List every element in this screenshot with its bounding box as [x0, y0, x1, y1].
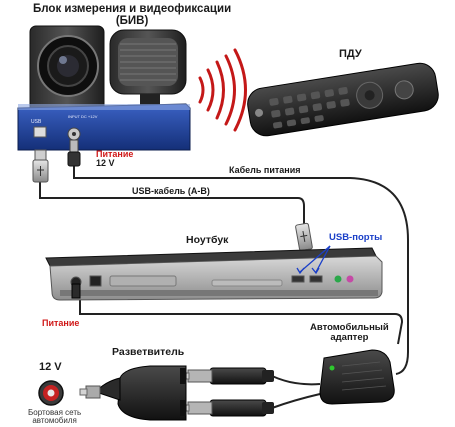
- usb-port-2: [309, 275, 323, 283]
- usb-cable-label: USB-кабель (A-B): [132, 186, 210, 196]
- svg-text:USB: USB: [31, 119, 42, 125]
- biv-title-line1: Блок измерения и видеофиксации: [33, 3, 232, 15]
- splitter: [79, 365, 187, 421]
- cables: [39, 164, 409, 409]
- cigarette-plug-1: [181, 367, 274, 385]
- power-cable-laptop: [79, 300, 404, 345]
- laptop: [45, 247, 383, 301]
- car-socket: [38, 380, 64, 406]
- power-label-laptop: Питание: [42, 318, 80, 328]
- biv-unit: USB INPUT DC +12V: [17, 25, 191, 151]
- cigarette-plug-2: [181, 399, 274, 417]
- power-cable-label: Кабель питания: [229, 165, 301, 175]
- car-adapter-label: Автомобильный адаптер: [310, 323, 389, 343]
- power-label-biv-line2: 12 V: [96, 158, 115, 169]
- usb-b-plug: [32, 149, 49, 183]
- biv-title-line2: (БИВ): [115, 15, 149, 28]
- usb-cable: [39, 180, 305, 226]
- car-adapter-line2: адаптер: [330, 331, 369, 343]
- voltage-label: 12 V: [39, 361, 62, 373]
- car-adapter: [319, 349, 395, 405]
- usb-b-port: [33, 126, 47, 138]
- power-label-biv: Питание 12 V: [96, 149, 134, 169]
- usb-port-arrows: [296, 245, 331, 275]
- svg-text:INPUT DC +12V: INPUT DC +12V: [68, 114, 98, 119]
- remote-control: [247, 62, 439, 137]
- power-cable-biv: [73, 164, 409, 375]
- onboard-line2: автомобиля: [32, 416, 77, 426]
- power-label-biv-line1: Питание: [96, 149, 134, 159]
- power-plug-biv: [67, 139, 81, 167]
- signal-waves: [198, 48, 247, 132]
- lan-port: [89, 275, 102, 287]
- power-plug-laptop: [71, 283, 81, 299]
- onboard-network-label: Бортовая сеть автомобиля: [28, 408, 82, 426]
- onboard-line1: Бортовая сеть: [28, 408, 82, 417]
- adapter-led: [329, 365, 335, 371]
- usb-ports-label: USB-порты: [329, 232, 383, 243]
- biv-title: Блок измерения и видеофиксации (БИВ): [33, 3, 231, 27]
- usb-port-1: [291, 275, 305, 283]
- splitter-label: Разветвитель: [112, 346, 185, 358]
- laptop-label: Ноутбук: [186, 234, 229, 246]
- car-adapter-line1: Автомобильный: [310, 322, 389, 333]
- laptop-base: [49, 255, 383, 301]
- remote-label: ПДУ: [339, 48, 362, 60]
